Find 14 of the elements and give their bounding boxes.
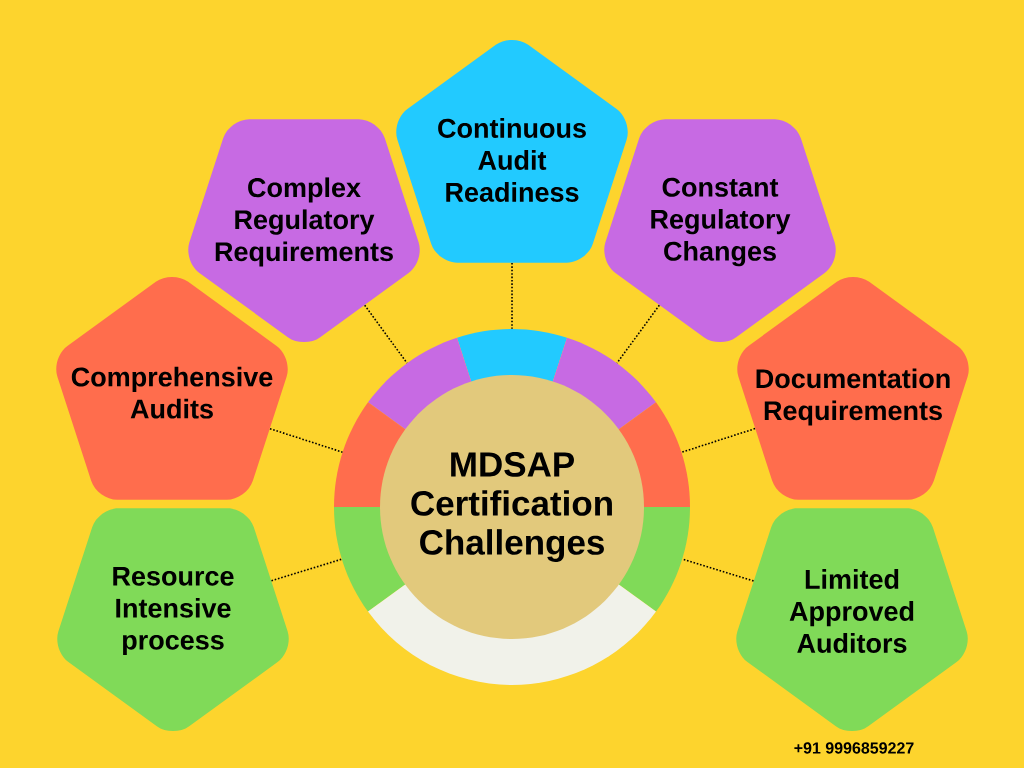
dotted-line [681, 558, 755, 582]
pentagon: Resource Intensive process [57, 508, 289, 732]
pentagon: Documentation Requirements [737, 276, 969, 500]
dotted-line [680, 427, 756, 454]
dotted-line [270, 558, 343, 582]
pentagon: Constant Regulatory Changes [604, 119, 836, 343]
pentagon: Continuous Audit Readiness [396, 39, 628, 263]
dotted-line [269, 427, 344, 453]
dotted-line [363, 304, 408, 364]
dotted-line [511, 262, 513, 330]
pentagon: Complex Regulatory Requirements [188, 119, 420, 343]
pentagon: Comprehensive Audits [56, 276, 288, 500]
dotted-line [616, 304, 661, 364]
pentagon: Limited Approved Auditors [736, 508, 968, 732]
